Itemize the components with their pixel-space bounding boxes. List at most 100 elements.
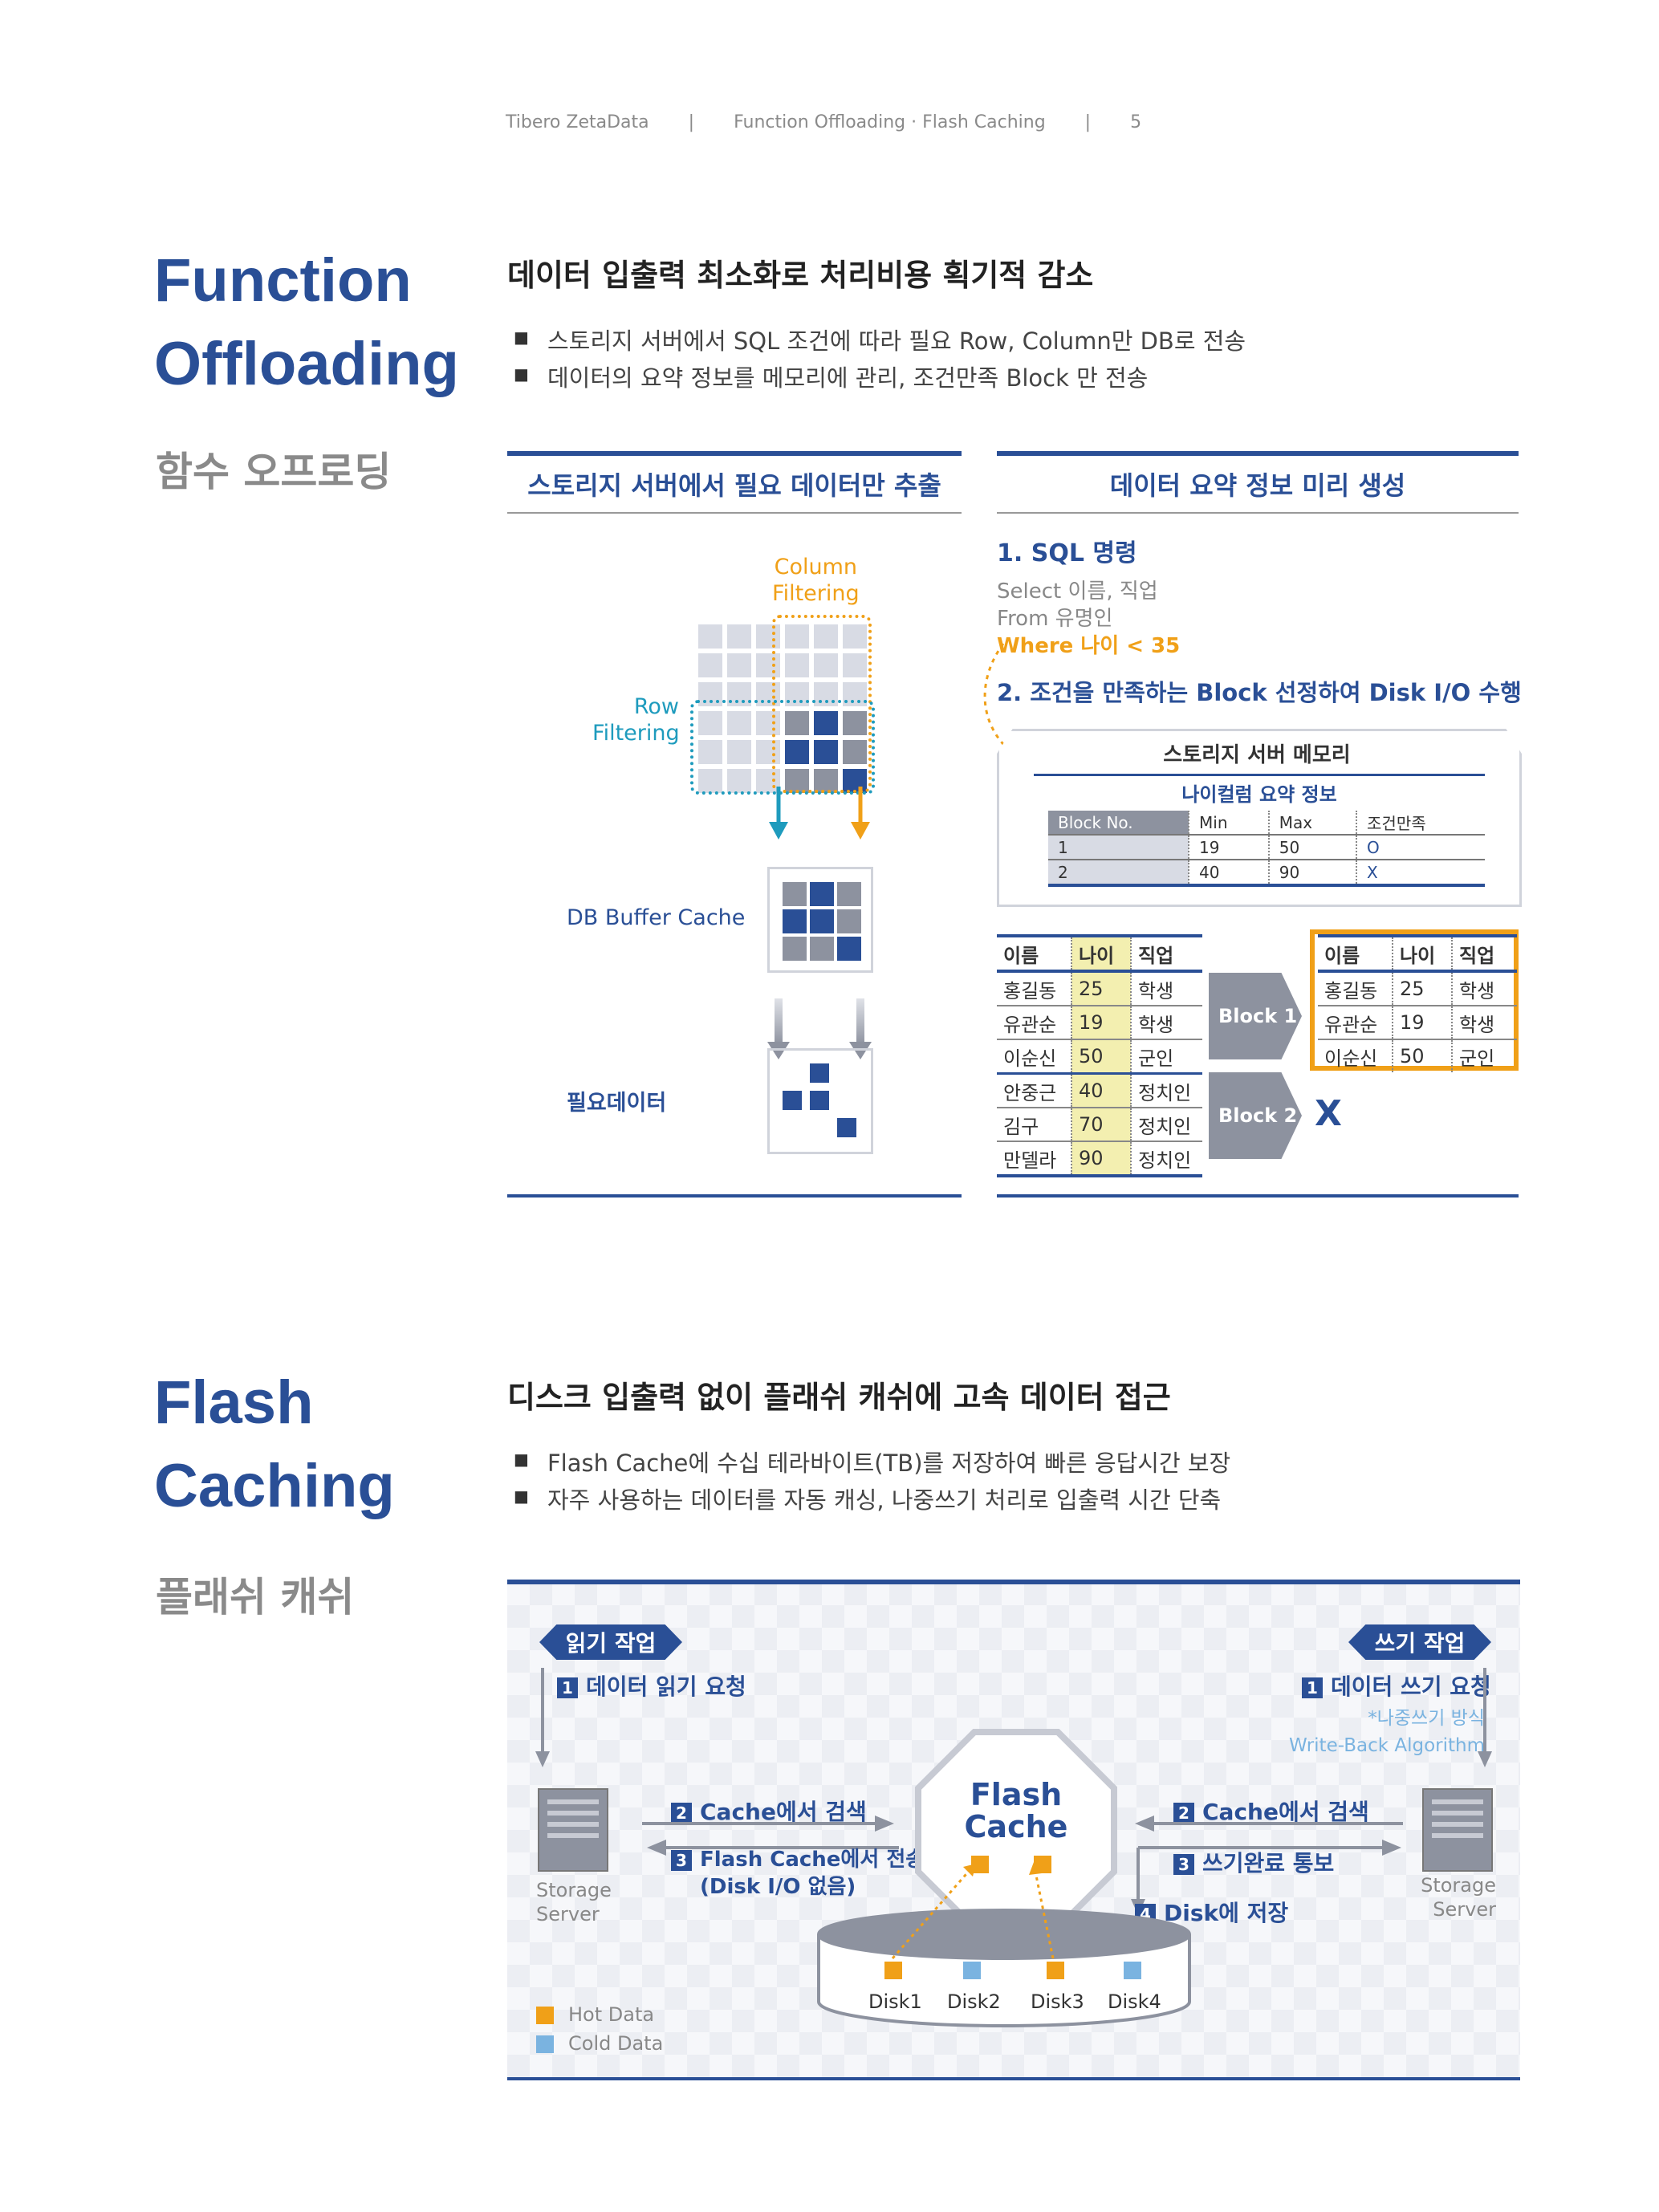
note-line: *나중쓰기 방식: [1368, 1708, 1485, 1729]
summary-header-cell: Max: [1267, 811, 1357, 836]
disk-cylinder: [817, 1909, 1191, 2027]
data-cell: 군인: [1451, 1039, 1517, 1072]
data-cell: 90: [1071, 1141, 1131, 1177]
legend-hot-label: Hot Data: [568, 2003, 655, 2026]
label-line: Filtering: [592, 721, 680, 746]
step-label: Cache에서 검색: [700, 1799, 867, 1825]
label-line: Flash: [970, 1777, 1063, 1812]
summary-table: Block No. Min Max 조건만족 1 19 50 O 2 40 90…: [1048, 811, 1485, 887]
summary-cell: 1: [1048, 835, 1189, 860]
offloading-heading: 데이터 입출력 최소화로 처리비용 획기적 감소: [507, 258, 1094, 293]
section-subtitle-flash: 플래쉬 캐쉬: [156, 1574, 355, 1620]
flash-heading: 디스크 입출력 없이 플래쉬 캐쉬에 고속 데이터 접근: [507, 1380, 1171, 1415]
header-separator: |: [688, 112, 695, 132]
data-header-row: 이름 나이 직업: [997, 934, 1202, 973]
data-cell: 유관순: [997, 1006, 1071, 1040]
title-line: Function: [154, 246, 412, 315]
legend-cold-swatch: [536, 2035, 554, 2053]
offloading-bullet: 스토리지 서버에서 SQL 조건에 따라 필요 Row, Column만 DB로…: [514, 323, 1246, 356]
panel-top-rule: [997, 451, 1519, 456]
summary-cell: 2: [1048, 860, 1189, 887]
needed-data-icon: [767, 1048, 873, 1154]
data-header-cell: 직업: [1451, 934, 1517, 973]
block1-label: Block 1: [1218, 1005, 1298, 1027]
data-header-row: 이름 나이 직업: [1318, 934, 1517, 973]
data-cell: 19: [1392, 1006, 1452, 1040]
cold-data-square: [963, 1962, 981, 1979]
step1-heading: 1. SQL 명령: [997, 539, 1137, 567]
panel-divider: [507, 512, 962, 514]
cold-data-square: [1124, 1962, 1141, 1979]
label-line: Row: [633, 694, 679, 719]
storage-server-icon: [538, 1788, 608, 1872]
header-product: Tibero ZetaData: [506, 112, 649, 132]
panel-top-rule: [507, 451, 962, 456]
data-cell: 40: [1071, 1073, 1131, 1108]
data-cell: 김구: [997, 1108, 1071, 1142]
data-cell: 만델라: [997, 1141, 1071, 1177]
section-title-flash: Flash Caching: [154, 1361, 395, 1528]
data-cell: 정치인: [1130, 1108, 1202, 1142]
buffer-cache-icon: [767, 867, 873, 973]
step-label: 쓰기완료 통보: [1202, 1850, 1335, 1877]
disk-label: Disk4: [1108, 1990, 1161, 2013]
data-header-cell: 이름: [1318, 934, 1393, 973]
data-cell: 이순신: [1324, 1047, 1378, 1070]
hot-data-square: [884, 1962, 902, 1979]
step-label: Cache에서 검색: [1202, 1799, 1369, 1825]
section-title-offloading: Function Offloading: [154, 239, 459, 406]
column-filtering-label: Column Filtering: [772, 554, 860, 607]
diagram-top-rule: [507, 1580, 1520, 1584]
disk-to-cache-connectors: [891, 1862, 1055, 1959]
left-panel-title: 스토리지 서버에서 필요 데이터만 추출: [527, 470, 941, 501]
data-cell: 학생: [1451, 1006, 1517, 1040]
right-panel-title: 데이터 요약 정보 미리 생성: [1109, 470, 1406, 501]
data-cell: 군인: [1130, 1039, 1202, 1075]
panel-bottom-rule: [507, 1194, 962, 1197]
summary-cell: 50: [1267, 835, 1357, 860]
data-cell: 학생: [1451, 971, 1517, 1006]
diagram-bottom-rule: [507, 2077, 1520, 2080]
section-subtitle-offloading: 함수 오프로딩: [156, 449, 392, 495]
step-label: Flash Cache에서 전송: [700, 1848, 925, 1872]
flash-cache-label: Flash Cache: [915, 1779, 1117, 1843]
step-number: 2: [1173, 1803, 1194, 1824]
summary-header-cell: Min: [1188, 811, 1269, 836]
header-section: Function Offloading · Flash Caching: [734, 112, 1046, 132]
data-cell: 홍길동: [997, 971, 1071, 1006]
data-cell: 50: [1071, 1039, 1131, 1075]
needed-data-label: 필요데이터: [567, 1091, 667, 1116]
table-row: 2 40 90 X: [1048, 860, 1485, 887]
hot-data-square: [971, 1856, 989, 1873]
title-line: Offloading: [154, 330, 459, 398]
flash-bullet: Flash Cache에 수십 테라바이트(TB)를 저장하여 빠른 응답시간 …: [514, 1445, 1230, 1478]
sql-from: From 유명인: [997, 607, 1113, 631]
block1-arrow: Block 1: [1209, 973, 1302, 1059]
data-cell: 이순신: [997, 1039, 1071, 1075]
data-cell: 유관순: [1318, 1006, 1393, 1040]
reject-mark: X: [1315, 1093, 1342, 1134]
row-filtering-label: Row Filtering: [592, 693, 680, 746]
disk-label: Disk2: [947, 1990, 1001, 2013]
offloading-bullet: 데이터의 요약 정보를 메모리에 관리, 조건만족 Block 만 전송: [514, 360, 1148, 393]
data-header-cell: 나이: [1071, 934, 1131, 973]
header-separator: |: [1084, 112, 1092, 132]
data-cell: 50: [1392, 1039, 1452, 1072]
data-header-cell: 직업: [1130, 934, 1202, 973]
page-number: 5: [1130, 112, 1142, 132]
label-line: Column: [774, 555, 858, 579]
data-cell: 70: [1071, 1108, 1131, 1142]
summary-cell: 90: [1267, 860, 1357, 887]
label-line: Server: [1433, 1898, 1496, 1921]
